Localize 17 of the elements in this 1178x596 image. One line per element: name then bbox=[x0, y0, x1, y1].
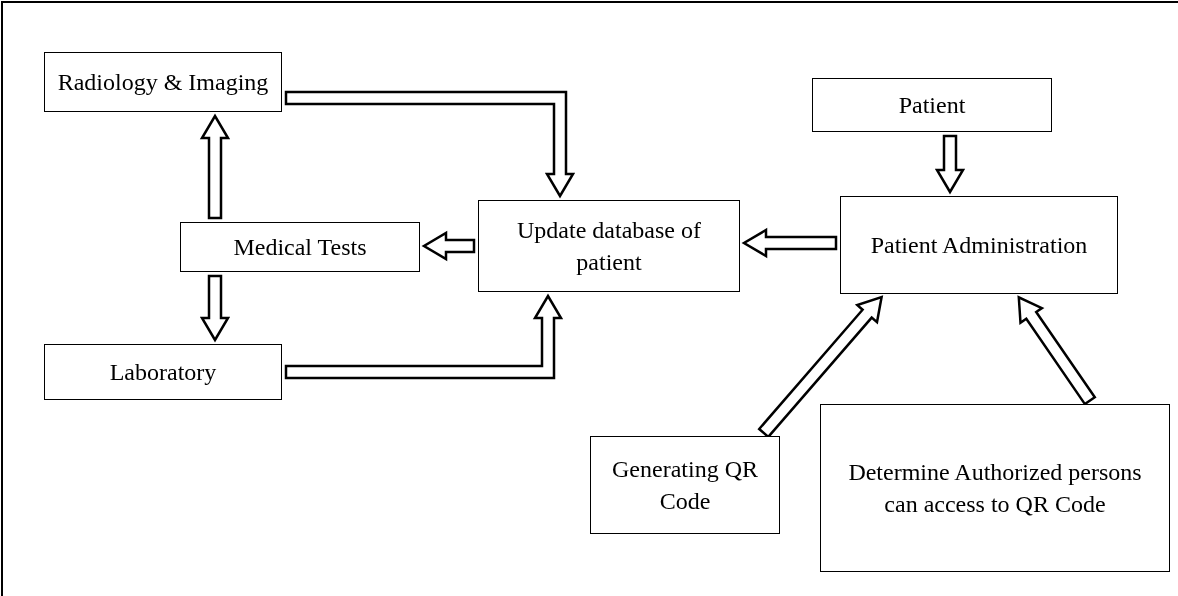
process-box: Update database of patient bbox=[478, 200, 740, 292]
block-arrow bbox=[284, 293, 564, 380]
process-box: Radiology & Imaging bbox=[44, 52, 282, 112]
block-arrow bbox=[934, 134, 966, 195]
process-box: Laboratory bbox=[44, 344, 282, 400]
block-arrow bbox=[421, 230, 476, 262]
block-arrow bbox=[741, 227, 838, 259]
block-arrow bbox=[199, 113, 231, 220]
process-box: Patient bbox=[812, 78, 1052, 132]
block-arrow bbox=[284, 90, 576, 199]
process-box: Patient Administration bbox=[840, 196, 1118, 294]
block-arrow bbox=[1017, 295, 1097, 406]
block-arrow bbox=[757, 295, 884, 439]
process-box: Generating QR Code bbox=[590, 436, 780, 534]
block-arrow bbox=[199, 274, 231, 343]
process-box: Determine Authorized persons can access to QR Code bbox=[820, 404, 1170, 572]
process-box: Medical Tests bbox=[180, 222, 420, 272]
